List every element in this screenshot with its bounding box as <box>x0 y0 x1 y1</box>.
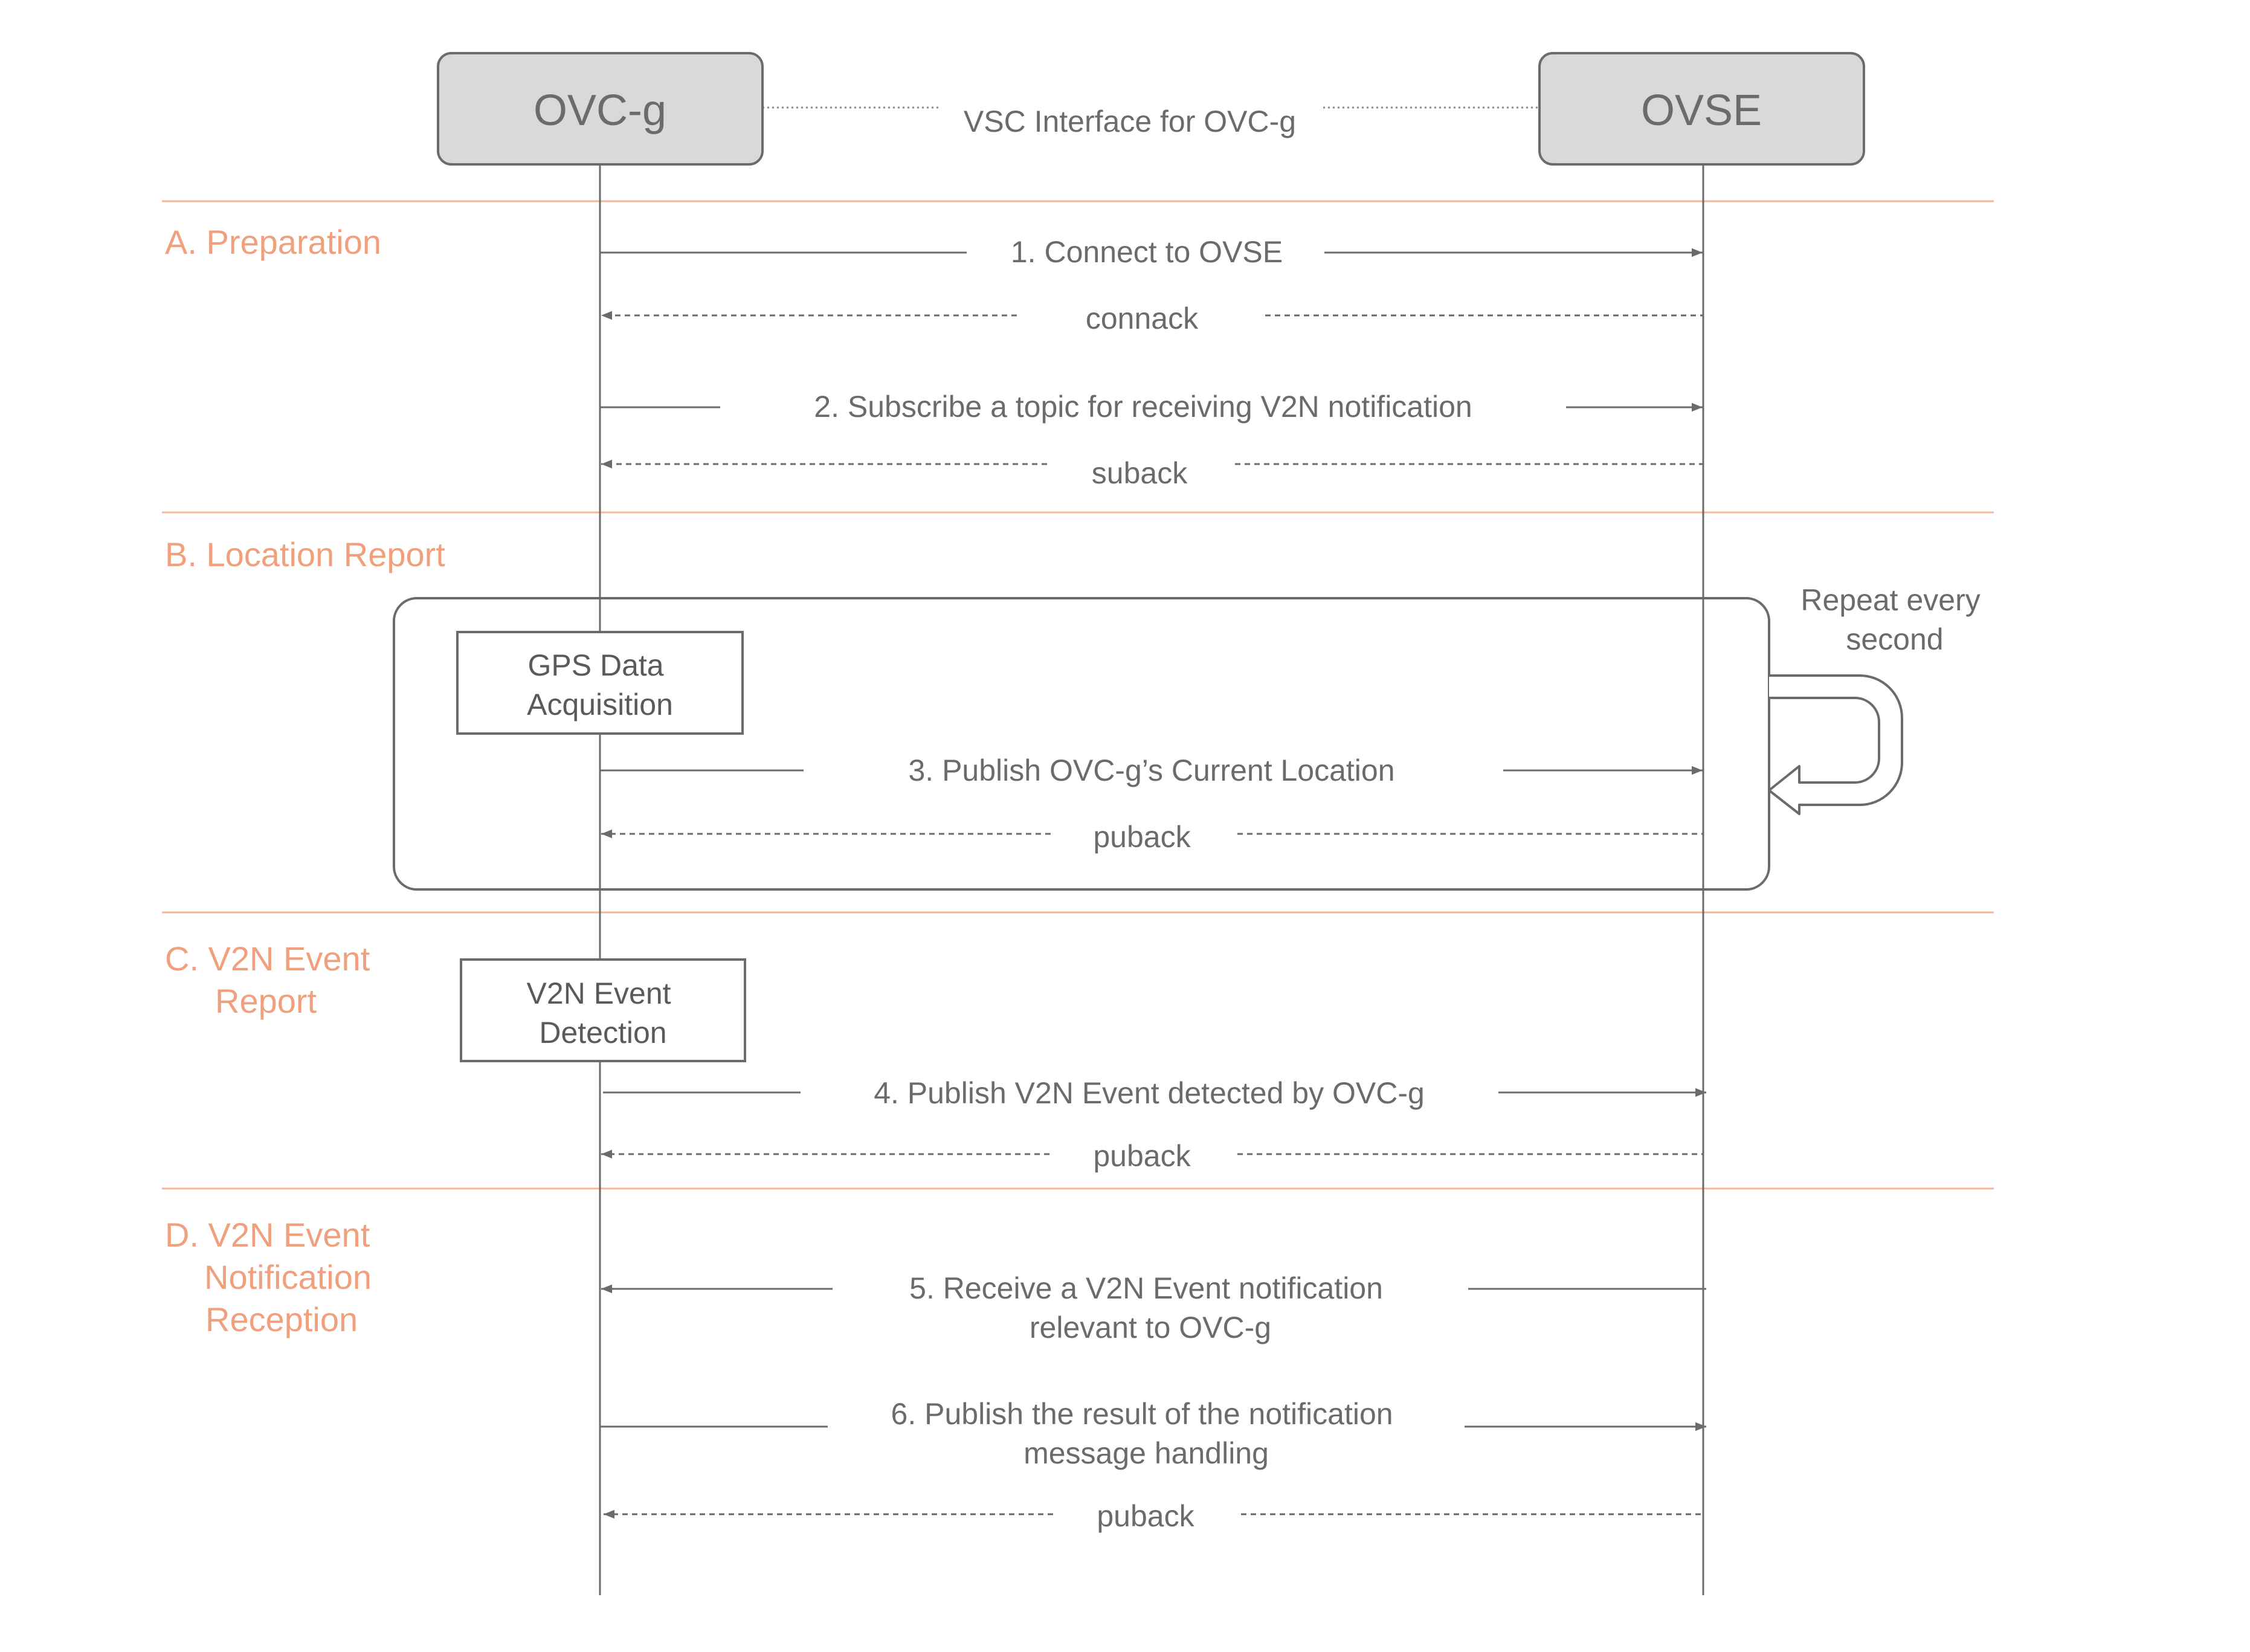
actor-ovc-g-label: OVC-g <box>533 86 666 135</box>
reply-puback-3-label: puback <box>1093 820 1191 854</box>
phase-b-label: B. Location Report <box>165 535 445 573</box>
reply-connack-label: connack <box>1086 302 1199 335</box>
gps-data-acquisition-box: GPS Data Acquisition <box>456 631 744 735</box>
v2n-box-line2: Detection <box>539 1016 666 1050</box>
phase-c-label-line2: Report <box>215 982 317 1020</box>
reply-puback-6: puback <box>604 1499 1703 1533</box>
message-4: 4. Publish V2N Event detected by OVC-g <box>603 1076 1706 1110</box>
interface-label: VSC Interface for OVC-g <box>964 105 1296 138</box>
phase-c-label-line1: C. V2N Event <box>165 940 370 978</box>
phase-d-label: D. V2N Event Notification Reception <box>165 1216 381 1338</box>
actor-ovse-label: OVSE <box>1641 86 1762 135</box>
phase-d-label-line3: Reception <box>205 1300 358 1338</box>
reply-connack: connack <box>601 302 1703 335</box>
reply-puback-4-label: puback <box>1093 1139 1191 1173</box>
message-3-label: 3. Publish OVC-g’s Current Location <box>908 753 1394 787</box>
message-1-label: 1. Connect to OVSE <box>1011 235 1283 269</box>
phase-c-label: C. V2N Event Report <box>165 940 379 1020</box>
reply-suback-label: suback <box>1092 456 1188 490</box>
phase-separators <box>162 200 1994 1190</box>
v2n-box-line1: V2N Event <box>527 976 671 1010</box>
loop-label-line2: second <box>1846 622 1943 656</box>
reply-puback-3: puback <box>601 820 1703 854</box>
reply-suback: suback <box>601 456 1703 490</box>
phase-a-label: A. Preparation <box>165 223 381 261</box>
message-5-label-line2: relevant to OVC-g <box>1030 1311 1271 1344</box>
gps-box-line2: Acquisition <box>527 688 673 721</box>
message-5-label-line1: 5. Receive a V2N Event notification <box>909 1271 1383 1305</box>
message-1: 1. Connect to OVSE <box>600 235 1703 269</box>
reply-puback-4: puback <box>601 1139 1703 1173</box>
message-5: 5. Receive a V2N Event notification rele… <box>601 1271 1706 1344</box>
actor-ovse: OVSE <box>1538 52 1865 166</box>
message-6-label-line1: 6. Publish the result of the notificatio… <box>891 1397 1393 1431</box>
loop-label-line1: Repeat every <box>1800 583 1980 617</box>
message-6-label: 6. Publish the result of the notificatio… <box>891 1397 1402 1470</box>
phase-d-label-line2: Notification <box>204 1258 372 1296</box>
reply-puback-6-label: puback <box>1097 1499 1194 1533</box>
actor-ovc-g: OVC-g <box>437 52 764 166</box>
message-5-label: 5. Receive a V2N Event notification rele… <box>909 1271 1391 1344</box>
message-6: 6. Publish the result of the notificatio… <box>600 1397 1706 1470</box>
svg-text:GPS Data Acquisition: GPS Data Acquisition <box>527 648 673 721</box>
v2n-event-detection-box: V2N Event Detection <box>460 958 746 1062</box>
message-2: 2. Subscribe a topic for receiving V2N n… <box>600 390 1703 424</box>
gps-box-line1: GPS Data <box>527 648 663 682</box>
message-3: 3. Publish OVC-g’s Current Location <box>600 753 1703 787</box>
message-6-label-line2: message handling <box>1023 1436 1269 1470</box>
message-4-label: 4. Publish V2N Event detected by OVC-g <box>874 1076 1425 1110</box>
phase-d-label-line1: D. V2N Event <box>165 1216 370 1254</box>
loop-label: Repeat every second <box>1800 583 1988 656</box>
loop-frame <box>393 597 1770 891</box>
svg-text:V2N Event Detection: V2N Event Detection <box>527 976 680 1050</box>
repeat-loop-arrow <box>1768 674 1903 815</box>
message-2-label: 2. Subscribe a topic for receiving V2N n… <box>814 390 1472 424</box>
